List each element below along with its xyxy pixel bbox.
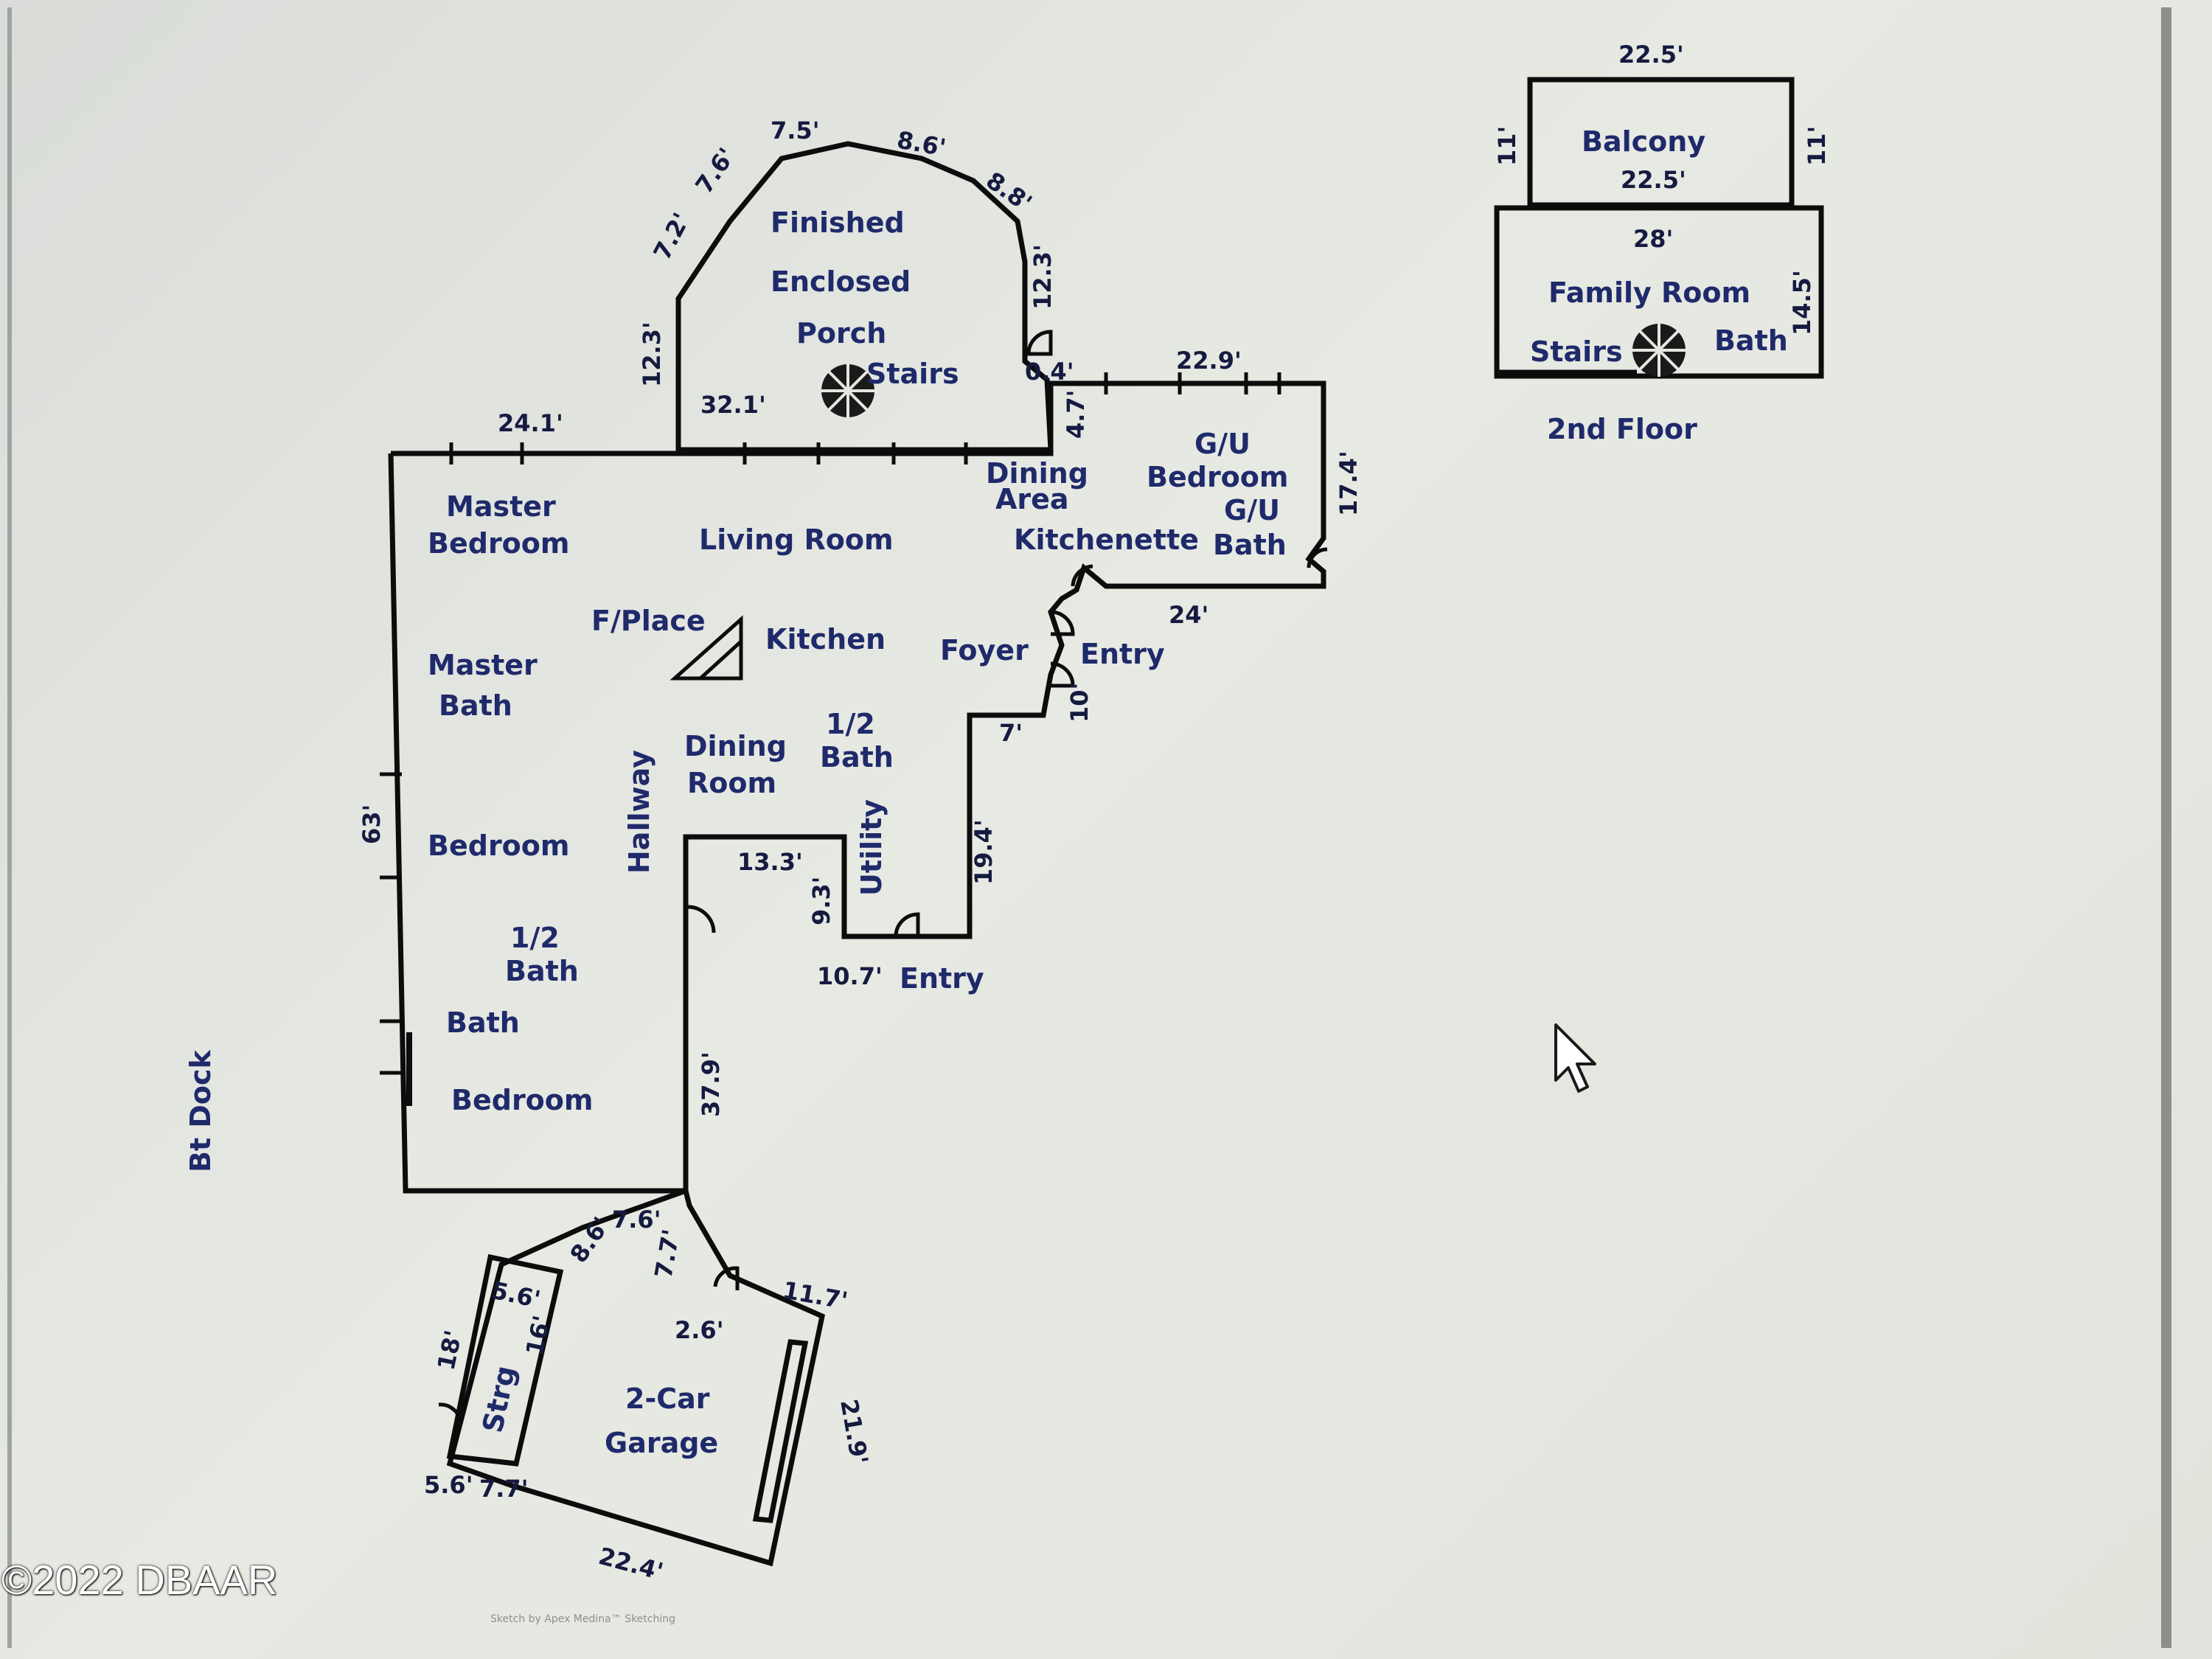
dim-util-13-3: 13.3' [737, 848, 803, 876]
foyer-label: Foyer [940, 634, 1029, 667]
dining-room-label-2: Room [687, 767, 776, 799]
second-floor-stairs-label: Stairs [1530, 335, 1623, 368]
dim-left-63: 63' [358, 804, 386, 844]
dim-foyer-10: 10' [1065, 683, 1093, 723]
dim-porch-0-4: 0.4' [1025, 358, 1074, 386]
dim-balcony-inner: 22.5' [1621, 166, 1686, 194]
dim-porch-7-5: 7.5' [771, 116, 819, 145]
dim-porch-7-6: 7.6' [689, 142, 740, 198]
bedroom-2-label: Bedroom [451, 1084, 594, 1116]
dim-family-28: 28' [1633, 225, 1673, 253]
gu-bedroom-label-1: G/U [1194, 428, 1251, 460]
faint-sketch-note: Sketch by Apex Medina™ Sketching [490, 1613, 675, 1625]
gu-bath-label-2: Bath [1213, 529, 1287, 561]
porch-label-1: Finished [771, 206, 905, 239]
dim-entry-10-7: 10.7' [817, 962, 883, 990]
dim-gar-7-7-bottom: 7.7' [479, 1475, 528, 1503]
dim-balcony-top: 22.5' [1618, 41, 1684, 69]
second-floor-title: 2nd Floor [1547, 413, 1697, 445]
second-floor-bath-label: Bath [1714, 324, 1788, 357]
master-bedroom-label-2: Bedroom [428, 527, 570, 560]
dim-left-37-9: 37.9' [697, 1051, 725, 1117]
storage-outline [446, 1253, 564, 1467]
dim-balcony-left: 11' [1493, 126, 1521, 166]
dining-area-label-1: Dining [986, 457, 1088, 490]
garage-outline [446, 1187, 826, 1567]
main-house-outline [388, 380, 1326, 1194]
fireplace-symbol [669, 615, 743, 681]
dim-gu-17-4: 17.4' [1335, 451, 1363, 516]
family-room-label: Family Room [1548, 276, 1750, 309]
copyright-watermark: ©2022 DBAAR [1, 1557, 278, 1603]
porch-stairs-label: Stairs [866, 358, 959, 390]
porch-label-2: Enclosed [771, 265, 911, 298]
center-half-bath-label-2: Bath [820, 741, 894, 773]
dim-porch-8-8: 8.8' [981, 166, 1037, 217]
dim-strg-16: 16' [521, 1313, 556, 1358]
dim-gu-22-9: 22.9' [1176, 347, 1242, 375]
dim-gar-22-4: 22.4' [596, 1542, 667, 1586]
dim-foyer-24: 24' [1169, 601, 1208, 629]
garage-label-2: Garage [605, 1427, 718, 1459]
hallway-label: Hallway [623, 750, 655, 874]
dim-gar-7-7: 7.7' [649, 1227, 685, 1280]
dining-area-label-2: Area [995, 483, 1069, 515]
master-bath-label-2: Bath [439, 689, 512, 722]
porch-outline [675, 141, 1054, 453]
dim-gar-21-9: 21.9' [835, 1397, 874, 1467]
mouse-pointer-icon [1554, 1023, 1596, 1093]
dim-family-14-5: 14.5' [1788, 270, 1816, 335]
dim-porch-right: 12.3' [1029, 244, 1057, 310]
monitor-bezel [7, 7, 2171, 1648]
fireplace-label: F/Place [591, 605, 706, 637]
utility-label: Utility [855, 799, 888, 896]
storage-label: Strg [476, 1363, 522, 1436]
porch-spiral-stairs-symbol [821, 364, 874, 417]
bedroom-1-label: Bedroom [428, 830, 570, 862]
dim-util-9-3: 9.3' [807, 877, 835, 925]
garage-door-outline [752, 1339, 809, 1523]
dim-porch-32-1: 32.1' [700, 391, 766, 419]
dim-gar-7-6: 7.6' [612, 1206, 661, 1234]
dim-strg-18: 18' [432, 1328, 467, 1373]
dim-gar-5-6-bottom: 5.6' [424, 1471, 473, 1499]
gu-bath-label-1: G/U [1224, 494, 1280, 526]
living-room-label: Living Room [699, 524, 894, 556]
rear-entry-label: Entry [900, 962, 984, 995]
gu-bedroom-label-2: Bedroom [1147, 461, 1289, 493]
master-bath-label-1: Master [428, 649, 538, 681]
dim-porch-7-2: 7.2' [648, 208, 696, 265]
dim-wing-19-4: 19.4' [970, 819, 998, 885]
kitchenette-label: Kitchenette [1014, 524, 1199, 556]
left-half-bath-label-1: 1/2 [510, 922, 560, 954]
garage-label-1: 2-Car [625, 1382, 710, 1415]
dim-balcony-right: 11' [1803, 126, 1831, 166]
balcony-label: Balcony [1582, 125, 1705, 158]
dim-top-24-1: 24.1' [498, 409, 563, 437]
dim-strg-5-6: 5.6' [489, 1276, 543, 1314]
dining-room-label-1: Dining [684, 730, 787, 762]
master-bedroom-label-1: Master [446, 490, 556, 523]
left-half-bath-label-2: Bath [505, 955, 579, 987]
porch-label-3: Porch [796, 317, 886, 349]
bath-label: Bath [446, 1006, 520, 1039]
center-half-bath-label-1: 1/2 [826, 708, 875, 740]
kitchen-label: Kitchen [765, 623, 886, 655]
boat-dock-label: Bt Dock [184, 1049, 217, 1172]
dim-gar-11-7: 11.7' [781, 1276, 850, 1315]
dim-foyer-7: 7' [999, 719, 1023, 747]
second-floor-spiral-stairs-symbol [1632, 324, 1686, 377]
dim-porch-left: 12.3' [638, 321, 666, 387]
dim-gu-4-7: 4.7' [1062, 390, 1090, 439]
front-entry-label: Entry [1080, 638, 1165, 670]
dim-gar-2-6: 2.6' [675, 1316, 723, 1344]
